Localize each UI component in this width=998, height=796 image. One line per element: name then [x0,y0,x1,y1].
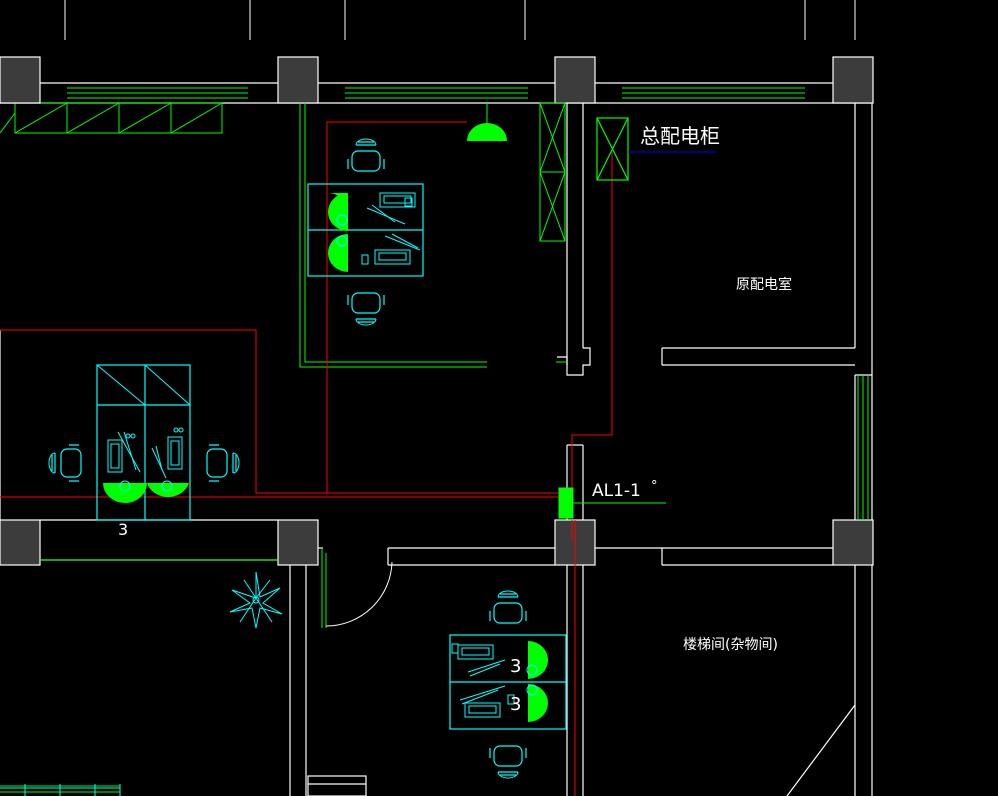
workstation-upper [307,138,424,326]
window-strips [0,102,869,793]
stair-room-label: 楼梯间(杂物间) [683,637,778,653]
desk-icon [361,192,421,265]
interior-walls [0,103,872,796]
plant-icon [229,571,283,629]
shelving-unit [0,102,223,134]
main-panel-label: 总配电柜 [640,124,720,148]
al1-1-box [558,487,574,519]
fixture-count-right-top: 3 [510,656,521,677]
circuit-tag-label: AL1-1 [592,481,641,501]
door-swing-icon [325,561,393,627]
circuit-wiring [0,121,613,796]
top-windows [67,87,805,99]
columns [0,56,874,566]
workstation-lower [449,590,567,779]
top-wall [0,57,873,796]
distribution-room-label: 原配电室 [736,276,792,293]
panel-box-icon [596,117,629,181]
workstation-left [48,364,240,521]
fixture-count-left: 3 [118,520,128,539]
grid-lines [64,0,856,40]
fixture-count-right-bottom: 3 [510,694,521,715]
circuit-tag-mark: ° [651,479,658,494]
bottom-cyan-strip [0,784,121,796]
lamp-icon [467,103,507,141]
